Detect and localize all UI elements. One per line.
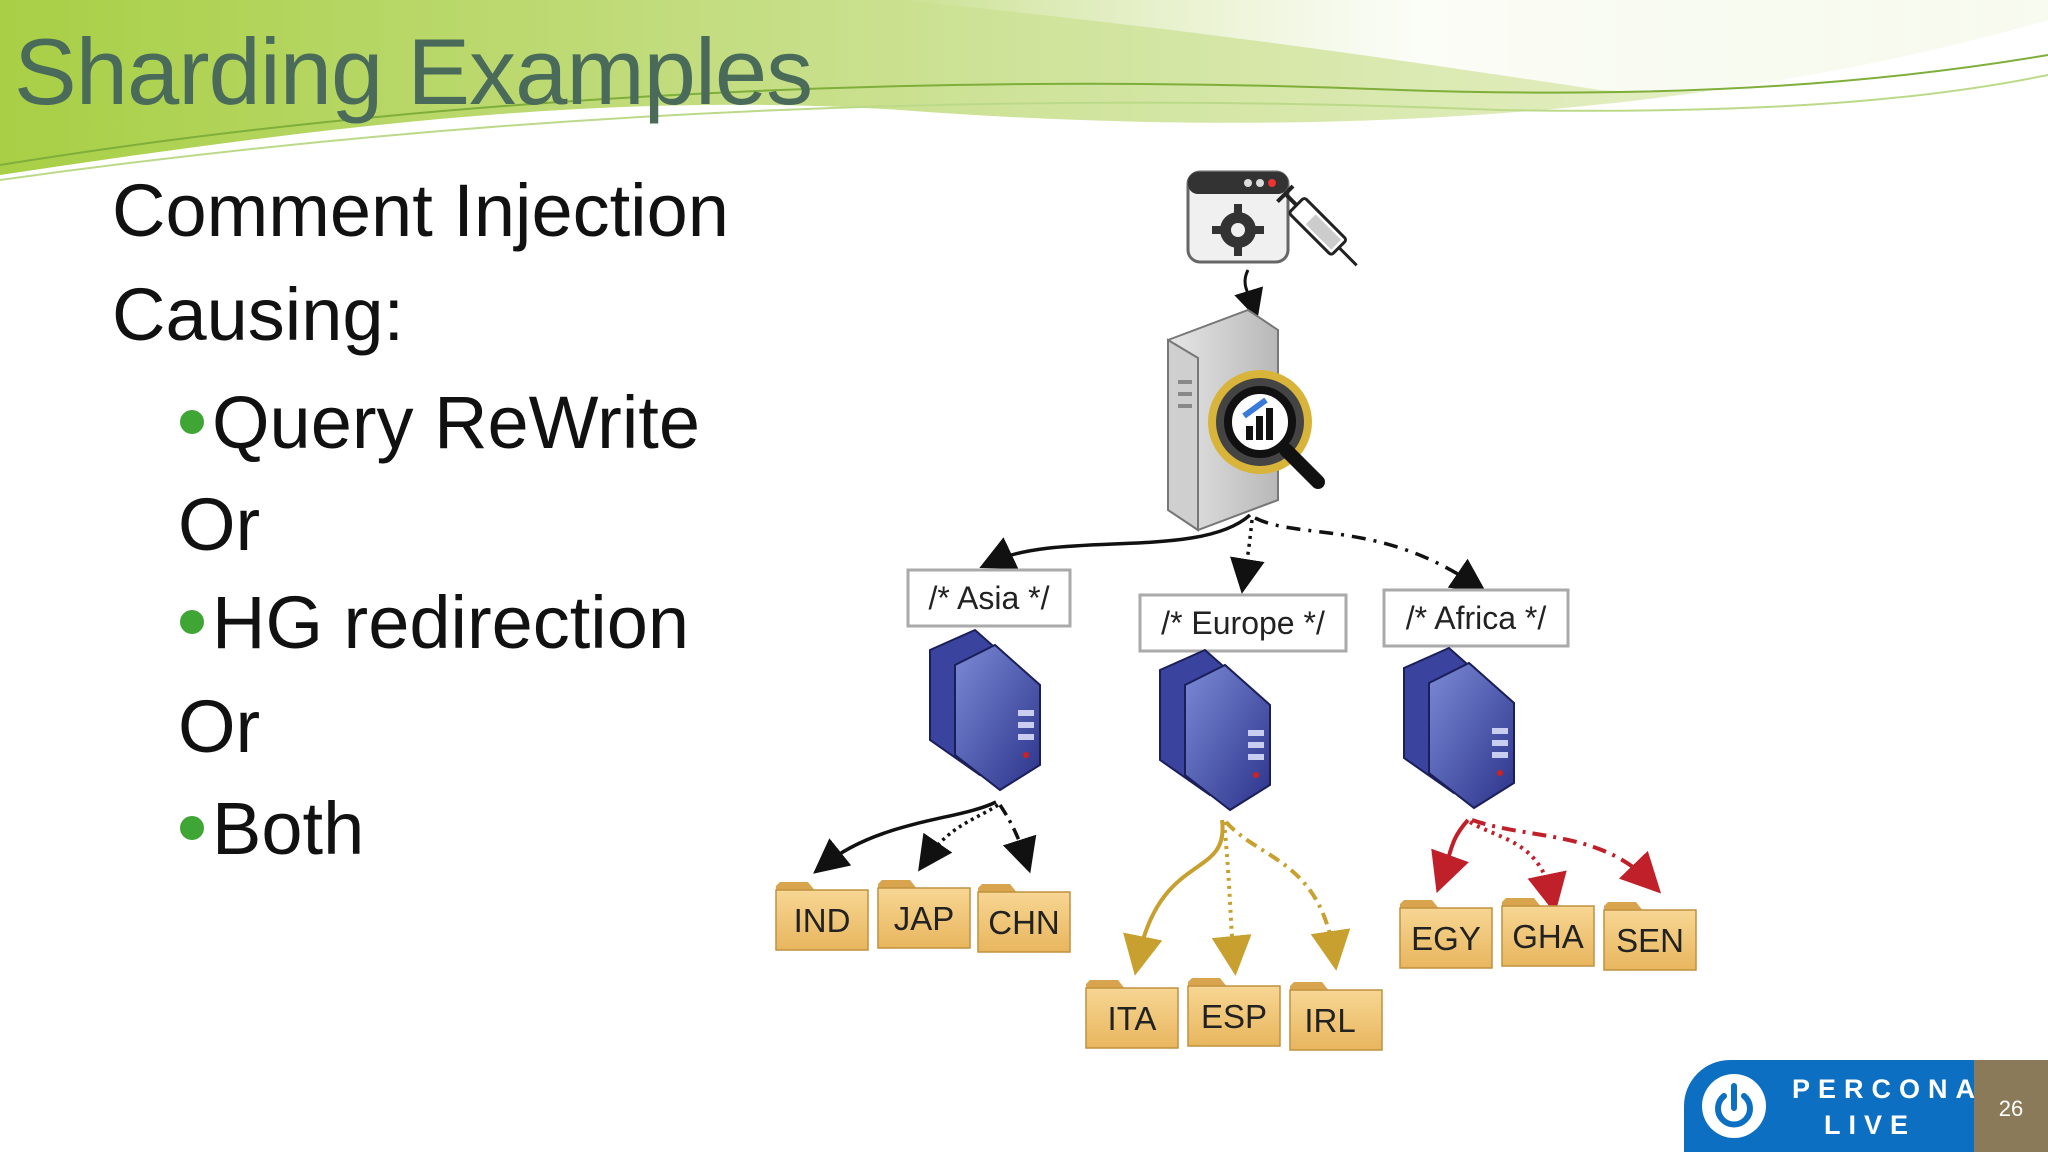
percona-live-logo: PERCONA LIVE xyxy=(1684,1060,1975,1152)
folder-egy: EGY xyxy=(1399,899,1493,969)
folder-esp: ESP xyxy=(1187,977,1281,1047)
line-text: Comment Injection xyxy=(112,169,729,252)
header-swoosh xyxy=(0,0,2048,181)
folder-label: IND xyxy=(794,902,851,939)
comment-africa-label: /* Africa */ xyxy=(1406,600,1547,636)
folder-label: JAP xyxy=(894,900,955,937)
line-or-1: Or xyxy=(178,482,260,567)
line-text: Causing: xyxy=(112,273,405,356)
folder-jap: JAP xyxy=(877,879,971,949)
folder-label: SEN xyxy=(1616,922,1684,959)
power-icon xyxy=(1702,1074,1766,1138)
magnifier-chart-icon xyxy=(1208,370,1325,489)
comment-box-africa: /* Africa */ xyxy=(1382,588,1570,648)
page-number-box: 26 xyxy=(1974,1060,2048,1152)
line-comment-injection: Comment Injection xyxy=(112,168,729,253)
comment-europe-label: /* Europe */ xyxy=(1161,605,1325,641)
syringe-icon xyxy=(1276,184,1358,267)
folder-label: ITA xyxy=(1108,1000,1157,1037)
folder-irl: IRL xyxy=(1289,981,1383,1051)
comment-asia-label: /* Asia */ xyxy=(929,580,1050,616)
database-server-icon xyxy=(1159,649,1271,811)
comment-box-asia: /* Asia */ xyxy=(906,568,1072,628)
line-text: Both xyxy=(212,787,365,870)
bullet-hg-redirection: HG redirection xyxy=(180,580,689,665)
folder-label: ESP xyxy=(1201,998,1267,1035)
slide-title: Sharding Examples xyxy=(14,19,813,124)
bullet-query-rewrite: Query ReWrite xyxy=(180,380,700,465)
database-server-icon xyxy=(929,629,1041,791)
folder-label: CHN xyxy=(988,904,1060,941)
folder-ita: ITA xyxy=(1085,979,1179,1049)
folder-label: EGY xyxy=(1411,920,1481,957)
line-causing: Causing: xyxy=(112,272,404,357)
line-text: Query ReWrite xyxy=(212,381,700,464)
bullet-icon xyxy=(180,816,204,841)
folder-label: IRL xyxy=(1304,1002,1355,1039)
folder-sen: SEN xyxy=(1603,901,1697,971)
line-or-2: Or xyxy=(178,684,260,769)
logo-line1: PERCONA xyxy=(1792,1074,1984,1104)
logo-line2: LIVE xyxy=(1824,1110,1917,1140)
gear-window-icon xyxy=(1186,170,1290,264)
folder-gha: GHA xyxy=(1501,897,1595,967)
sharding-diagram: /* Asia */ /* Europe */ /* Africa */ IND… xyxy=(775,170,1697,1051)
bullet-both: Both xyxy=(180,786,364,871)
line-text: HG redirection xyxy=(212,581,690,664)
line-text: Or xyxy=(178,483,261,566)
line-text: Or xyxy=(178,685,261,768)
page-number: 26 xyxy=(1998,1096,2024,1121)
database-server-icon xyxy=(1403,647,1515,809)
comment-box-europe: /* Europe */ xyxy=(1138,593,1348,653)
folder-chn: CHN xyxy=(977,883,1071,953)
bullet-icon xyxy=(180,610,204,635)
folder-label: GHA xyxy=(1512,918,1584,955)
bullet-icon xyxy=(180,410,204,435)
folder-ind: IND xyxy=(775,881,869,951)
